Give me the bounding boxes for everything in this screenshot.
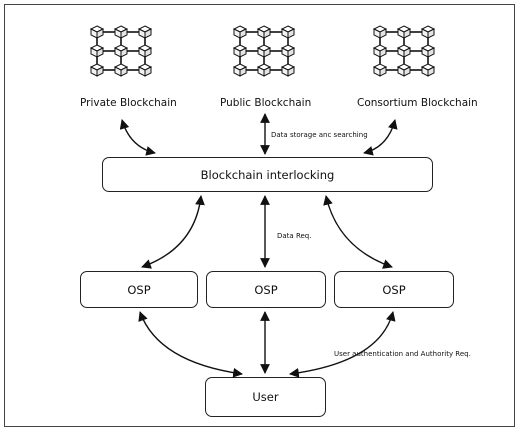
user-box: User — [205, 377, 326, 417]
cube-node — [113, 63, 129, 77]
osp-box-center: OSP — [206, 271, 326, 308]
cube-node — [113, 25, 129, 39]
cube-node — [89, 44, 105, 58]
osp-box-left: OSP — [80, 271, 198, 308]
blockchain-interlocking-box: Blockchain interlocking — [102, 157, 433, 192]
cube-node — [280, 25, 296, 39]
cube-node — [137, 25, 153, 39]
public-blockchain-icon — [232, 25, 296, 77]
cube-node — [137, 63, 153, 77]
cube-node — [372, 63, 388, 77]
cube-node — [232, 25, 248, 39]
cube-node — [89, 63, 105, 77]
cube-node — [280, 63, 296, 77]
cube-node — [396, 44, 412, 58]
cube-node — [372, 25, 388, 39]
diagram-frame — [4, 4, 515, 427]
cube-node — [420, 44, 436, 58]
cube-node — [232, 63, 248, 77]
cube-node — [137, 44, 153, 58]
cube-node — [232, 44, 248, 58]
cube-node — [256, 63, 272, 77]
data-storage-annotation: Data storage anc searching — [271, 131, 368, 139]
cube-node — [256, 25, 272, 39]
cube-node — [396, 63, 412, 77]
public-blockchain-label: Public Blockchain — [220, 97, 312, 109]
data-req-annotation: Data Req. — [277, 232, 312, 240]
user-auth-annotation: User authentication and Authority Req. — [334, 350, 471, 358]
cube-node — [113, 44, 129, 58]
private-blockchain-icon — [89, 25, 153, 77]
osp-box-right: OSP — [334, 271, 454, 308]
cube-node — [420, 25, 436, 39]
cube-node — [396, 25, 412, 39]
cube-node — [420, 63, 436, 77]
consortium-blockchain-icon — [372, 25, 436, 77]
cube-node — [372, 44, 388, 58]
consortium-blockchain-label: Consortium Blockchain — [357, 97, 478, 109]
cube-node — [280, 44, 296, 58]
private-blockchain-label: Private Blockchain — [80, 97, 177, 109]
cube-node — [256, 44, 272, 58]
cube-node — [89, 25, 105, 39]
